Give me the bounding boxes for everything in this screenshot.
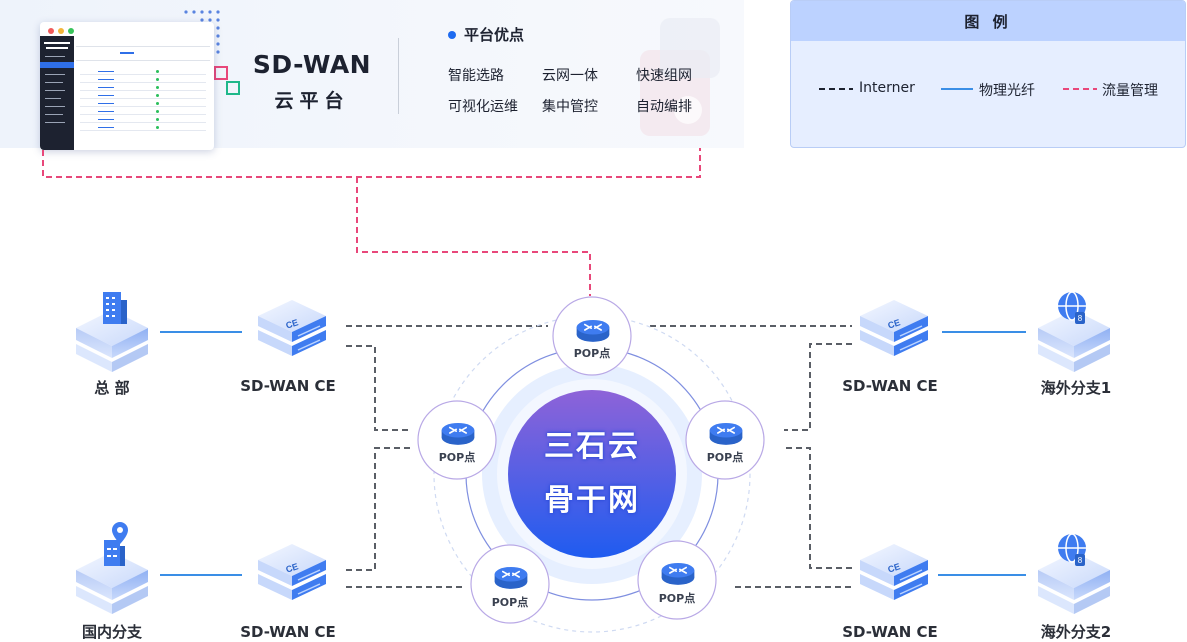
ce-icon-text: CE <box>285 317 300 330</box>
ce-label-top-left: SD-WAN CE <box>240 377 336 395</box>
hq-label: 总 部 <box>94 379 130 397</box>
legend-label-internet: Interner <box>859 80 915 96</box>
advantage-item: 集中管控 <box>542 99 598 115</box>
pop-label-bottom-right: POP点 <box>658 592 696 605</box>
pop-label-bottom-left: POP点 <box>491 596 529 609</box>
advantages-heading: 平台优点 <box>448 24 524 45</box>
ce-icon-text: CE <box>887 317 902 330</box>
building-icon <box>103 292 127 324</box>
backbone-line-2: 骨干网 <box>544 483 640 518</box>
ce-device-bottom-right[interactable]: CE <box>859 543 929 601</box>
domestic-branch-node[interactable] <box>76 522 148 614</box>
window-maximize-dot <box>68 28 74 34</box>
ce-device-bottom-left[interactable]: CE <box>257 543 327 601</box>
square-decoration <box>226 81 240 95</box>
ce-icon-text: CE <box>887 561 902 574</box>
svg-text:8: 8 <box>1078 556 1083 565</box>
advantage-item: 自动编排 <box>636 99 692 115</box>
advantage-item: 快速组网 <box>636 68 692 84</box>
ce-device-top-left[interactable]: CE <box>257 299 327 357</box>
backbone-rings <box>433 315 751 633</box>
mini-sidebar <box>40 36 74 150</box>
platform-panel: SD-WAN 云平台 平台优点 智能选路 云网一体 快速组网 可视化运维 集中管… <box>0 0 744 150</box>
legend-swatch-traffic <box>1063 88 1097 90</box>
ce-icon-text: CE <box>285 561 300 574</box>
overseas-branch-2-label: 海外分支2 <box>1040 623 1112 641</box>
pop-node-bottom-left[interactable] <box>470 544 550 624</box>
svg-text:8: 8 <box>1078 314 1083 323</box>
ce-label-bottom-left: SD-WAN CE <box>240 623 336 641</box>
overseas-branch-1-label: 海外分支1 <box>1040 379 1112 397</box>
legend-swatch-fiber <box>941 88 973 90</box>
window-close-dot <box>48 28 54 34</box>
pop-node-top[interactable] <box>552 296 632 376</box>
pop-label-top: POP点 <box>573 347 611 360</box>
platform-subtitle: 云平台 <box>274 90 350 112</box>
overseas-branch-1-node[interactable]: 8 <box>1038 291 1110 372</box>
advantage-item: 智能选路 <box>448 68 504 84</box>
globe-icon: 8 <box>1058 291 1086 324</box>
traffic-management-line <box>42 148 701 296</box>
pop-node-right[interactable] <box>685 400 765 480</box>
globe-icon: 8 <box>1058 533 1086 566</box>
legend-swatch-internet <box>819 88 853 90</box>
legend-label-traffic: 流量管理 <box>1102 83 1158 99</box>
hq-node[interactable] <box>76 292 148 372</box>
ce-label-top-right: SD-WAN CE <box>842 377 938 395</box>
internet-lines <box>346 325 852 588</box>
legend: 图 例 Interner 物理光纤 流量管理 <box>790 0 1186 148</box>
ce-label-bottom-right: SD-WAN CE <box>842 623 938 641</box>
legend-title: 图 例 <box>791 1 1185 41</box>
fiber-lines <box>160 331 1026 576</box>
pop-label-right: POP点 <box>706 451 744 464</box>
bullet-icon <box>448 30 456 39</box>
platform-title: SD-WAN <box>252 50 372 79</box>
location-pin-icon <box>104 522 128 566</box>
backbone-core-label: 三石云 骨干网 <box>502 420 682 528</box>
advantages-title: 平台优点 <box>464 26 525 44</box>
overseas-branch-2-node[interactable]: 8 <box>1038 533 1110 614</box>
window-minimize-dot <box>58 28 64 34</box>
platform-screenshot <box>40 22 214 150</box>
backbone-line-1: 三石云 <box>544 429 640 464</box>
faint-graphic-decoration <box>640 18 720 136</box>
pop-node-left[interactable] <box>417 400 497 480</box>
panel-divider <box>398 38 399 114</box>
advantage-item: 可视化运维 <box>448 99 518 115</box>
ce-device-top-right[interactable]: CE <box>859 299 929 357</box>
legend-label-fiber: 物理光纤 <box>979 83 1035 99</box>
domestic-branch-label: 国内分支 <box>81 623 142 641</box>
advantage-item: 云网一体 <box>542 68 598 84</box>
pop-node-bottom-right[interactable] <box>637 540 717 620</box>
pop-label-left: POP点 <box>438 451 476 464</box>
square-decoration <box>214 66 228 80</box>
